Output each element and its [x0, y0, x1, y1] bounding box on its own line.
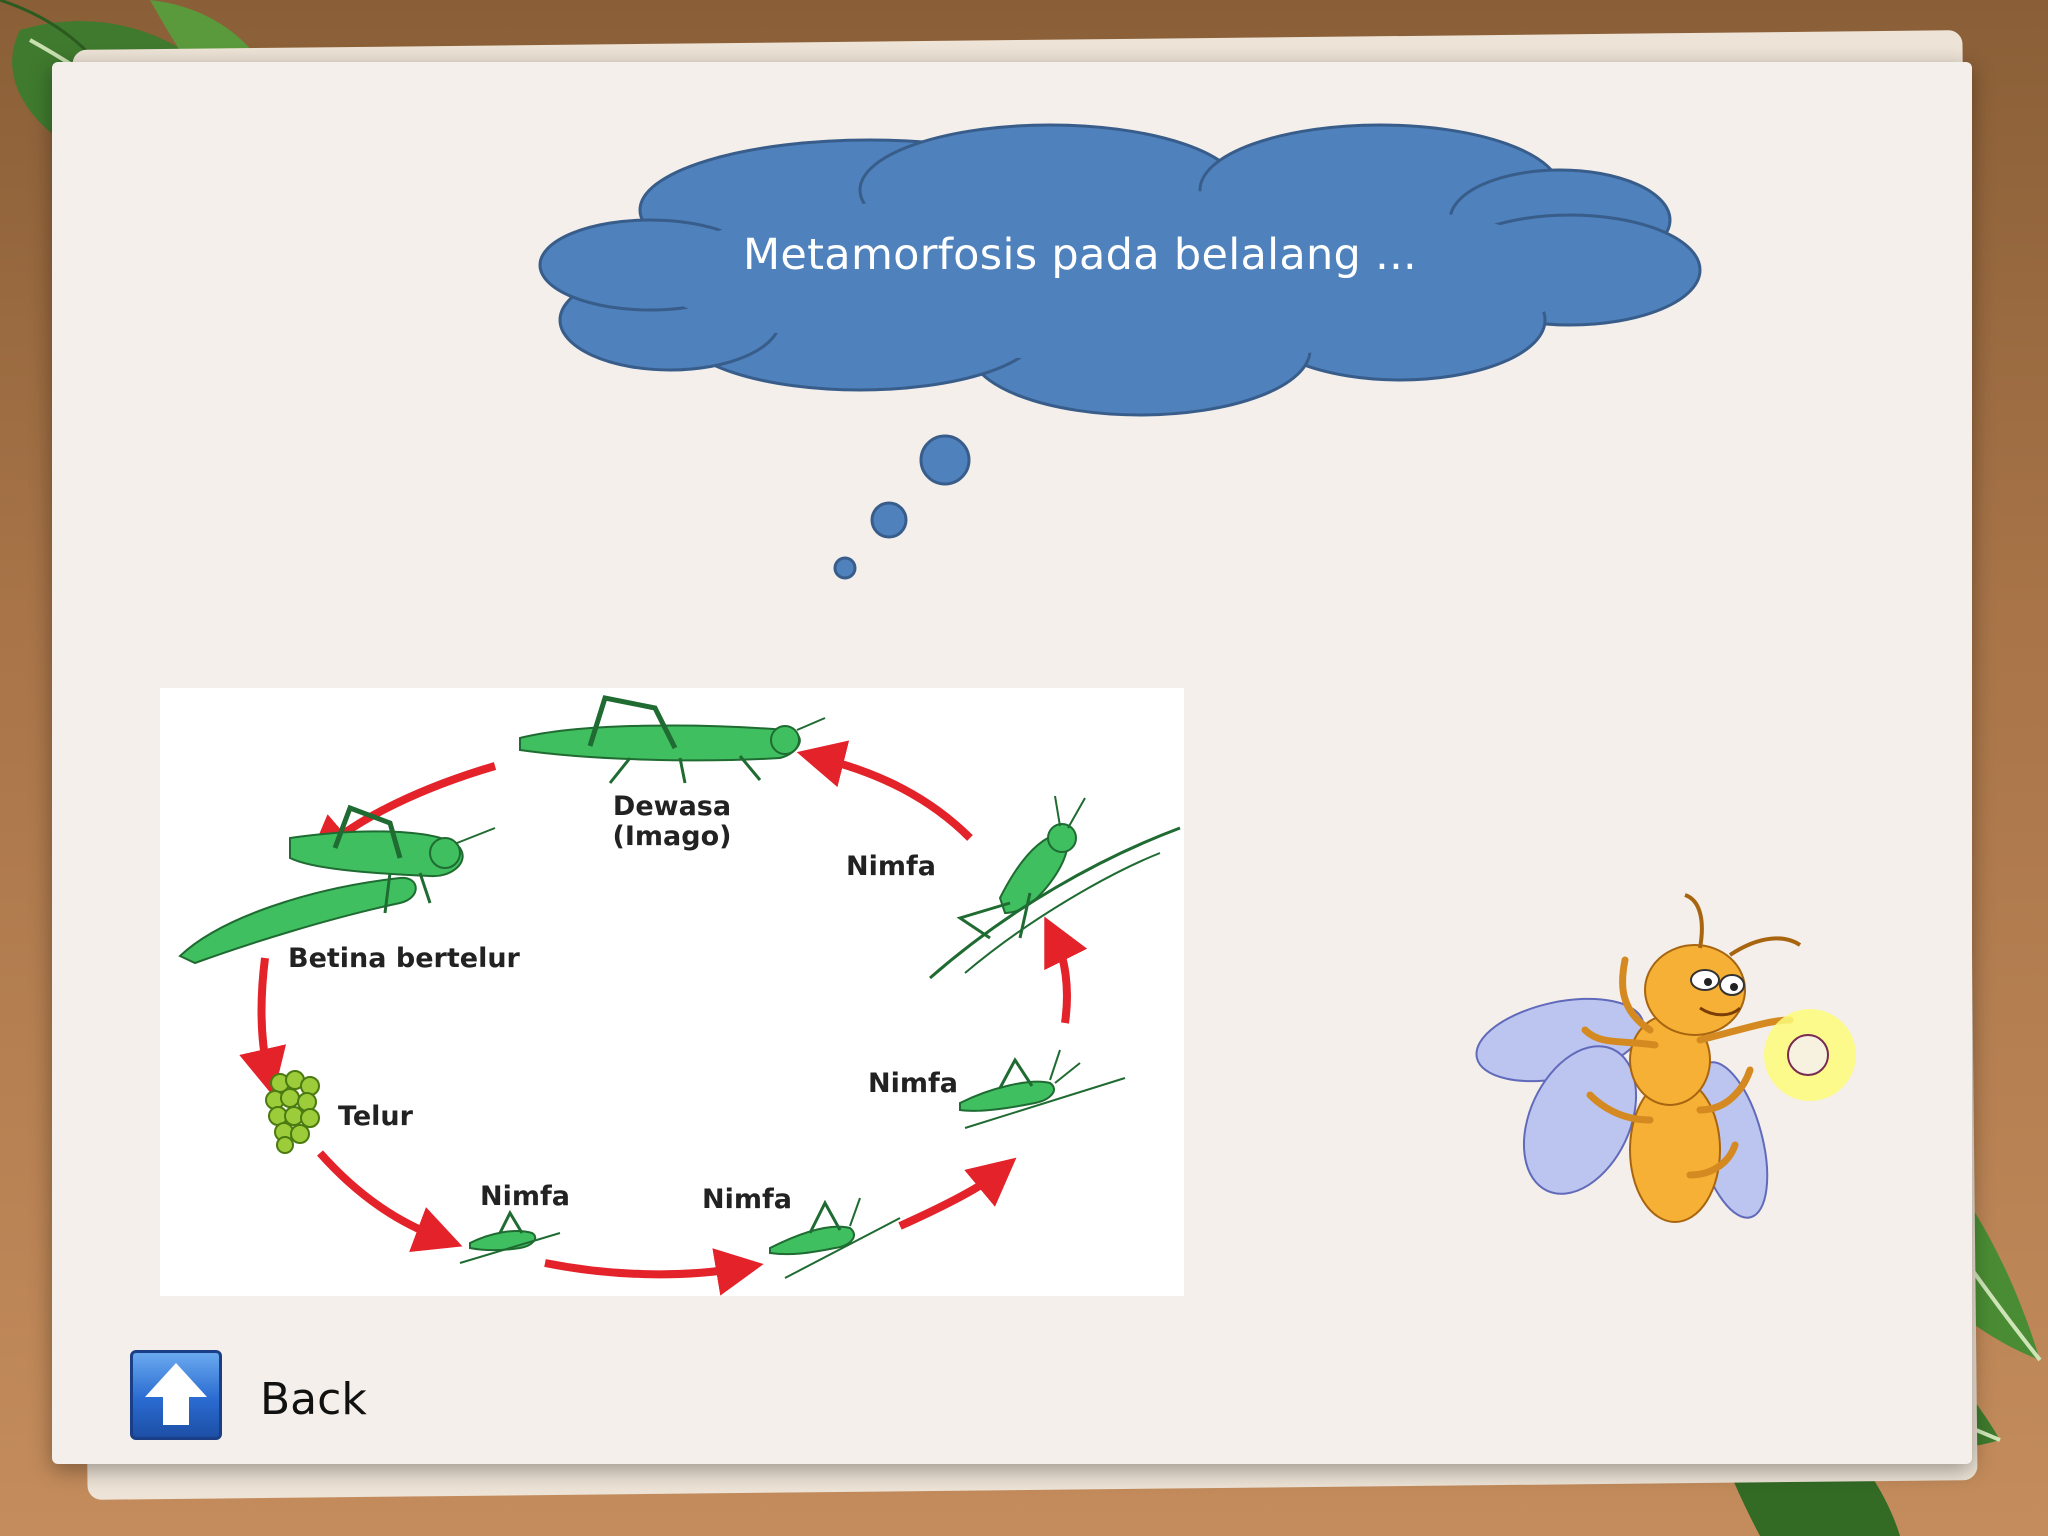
female-grasshopper-icon — [178, 804, 496, 965]
arrow-female-to-egg — [239, 957, 287, 1097]
stage-label-egg: Telur — [338, 1101, 413, 1132]
adult-grasshopper-icon — [519, 695, 826, 784]
arrow-nymph4-to-adult — [796, 740, 973, 841]
stage-label-female: Betina bertelur — [288, 943, 520, 974]
stage-label-adult-sub: (Imago) — [612, 821, 732, 852]
stage-label-nymph-3: Nimfa — [868, 1068, 958, 1099]
thought-bubble-small — [833, 556, 857, 580]
thought-bubble-large — [919, 434, 971, 486]
arrow-nymph1-to-nymph2 — [544, 1248, 764, 1296]
stage-label-nymph-1: Nimfa — [480, 1181, 570, 1212]
thought-bubble-text: Metamorfosis pada belalang ... — [742, 230, 1418, 280]
back-button[interactable] — [130, 1350, 222, 1440]
nymph-1-icon — [459, 1209, 561, 1264]
grasshopper-lifecycle-diagram: Dewasa (Imago) Betina bertelur Telur Nim… — [160, 688, 1184, 1296]
stage-label-adult: Dewasa (Imago) — [597, 792, 747, 852]
arrow-nymph3-to-nymph4 — [1044, 916, 1088, 1024]
stage-label-adult-name: Dewasa — [612, 791, 732, 822]
arrow-nymph2-to-nymph3 — [898, 1157, 1017, 1230]
stage-label-nymph-4: Nimfa — [846, 851, 936, 882]
thought-bubble-medium — [870, 501, 908, 539]
nymph-3-icon — [959, 1049, 1126, 1129]
nymph-4-icon — [929, 795, 1181, 980]
up-arrow-icon — [145, 1363, 207, 1425]
lifecycle-drawing — [178, 695, 1181, 1296]
back-label[interactable]: Back — [260, 1374, 367, 1425]
nymph-2-icon — [769, 1197, 901, 1279]
egg-cluster-icon — [265, 1070, 320, 1154]
arrow-egg-to-nymph1 — [317, 1150, 463, 1253]
stage-label-nymph-2: Nimfa — [702, 1184, 792, 1215]
